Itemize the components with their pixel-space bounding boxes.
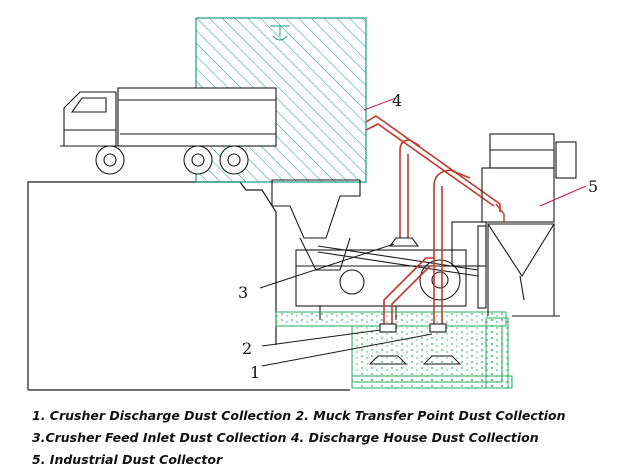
dust-ducts (365, 115, 501, 324)
foundation-feet (368, 355, 462, 365)
pickup-hoods (379, 237, 447, 333)
conveyor (317, 221, 487, 309)
caption-line-3: 5. Industrial Dust Collector (32, 452, 223, 467)
caption-line-1: 1. Crusher Discharge Dust Collection 2. … (32, 408, 566, 423)
industrial-dust-collector (481, 133, 577, 317)
collector-inlet (495, 203, 505, 222)
callout-3: 3 (238, 283, 248, 302)
dump-truck (60, 87, 277, 175)
leader-lines (259, 97, 587, 367)
callout-1: 1 (250, 363, 260, 382)
callout-5: 5 (588, 177, 598, 196)
callout-4: 4 (392, 91, 402, 110)
caption-line-2: 3.Crusher Feed Inlet Dust Collection 4. … (32, 430, 539, 445)
callout-2: 2 (242, 339, 252, 358)
crusher-hopper (271, 179, 467, 320)
dust-collection-diagram: 1 2 3 4 5 (27, 17, 598, 391)
foundations (275, 311, 513, 389)
ground-profile (27, 181, 350, 391)
